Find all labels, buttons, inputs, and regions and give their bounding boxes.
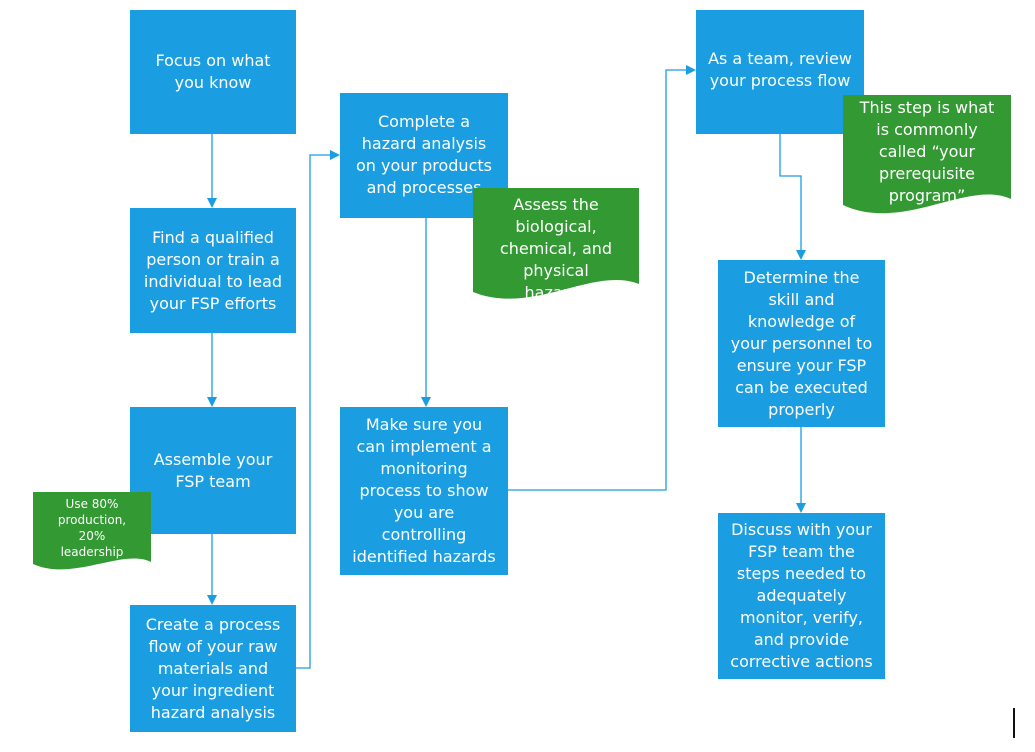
step-qualified: Find a qualified person or train a indiv… xyxy=(130,208,296,333)
connector-process-flow-to-hazard xyxy=(296,150,340,669)
step-monitoring: Make sure you can implement a monitoring… xyxy=(340,407,508,575)
step-focus: Focus on what you know xyxy=(130,10,296,134)
step-review-label: As a team, review your process flow xyxy=(708,49,852,90)
text-cursor xyxy=(1013,708,1015,738)
step-skill: Determine the skill and knowledge of you… xyxy=(718,260,885,427)
note-prerequisite: This step is what is commonly called “yo… xyxy=(843,95,1011,217)
note-hazards-shape xyxy=(473,188,639,299)
step-discuss-label: Discuss with your FSP team the steps nee… xyxy=(730,520,873,671)
step-process-flow-label: Create a process flow of your raw materi… xyxy=(145,614,281,722)
note-prerequisite-shape xyxy=(843,95,1011,214)
step-skill-label: Determine the skill and knowledge of you… xyxy=(730,267,873,419)
note-team-mix-label: Use 80% production, 20% leadership xyxy=(57,497,127,559)
step-qualified-label: Find a qualified person or train a indiv… xyxy=(143,227,283,313)
step-focus-label: Focus on what you know xyxy=(155,51,271,92)
note-hazards: Assess the biological, chemical, and phy… xyxy=(473,188,639,304)
note-hazards-label: Assess the biological, chemical, and phy… xyxy=(499,195,613,302)
note-prerequisite-label: This step is what is commonly called “yo… xyxy=(859,98,995,205)
step-assemble: Assemble your FSP team xyxy=(130,407,296,534)
step-hazard-analysis-label: Complete a hazard analysis on your produ… xyxy=(356,112,492,197)
step-assemble-label: Assemble your FSP team xyxy=(153,449,273,491)
step-discuss: Discuss with your FSP team the steps nee… xyxy=(718,513,885,679)
note-team-mix-shape xyxy=(33,492,151,570)
connector-monitoring-to-review xyxy=(508,65,696,491)
step-monitoring-label: Make sure you can implement a monitoring… xyxy=(352,415,496,566)
step-hazard-analysis: Complete a hazard analysis on your produ… xyxy=(340,93,508,218)
step-process-flow: Create a process flow of your raw materi… xyxy=(130,605,296,732)
note-team-mix: Use 80% production, 20% leadership xyxy=(33,492,151,576)
step-review: As a team, review your process flow xyxy=(696,10,864,134)
connector-review-to-skill xyxy=(779,134,806,260)
